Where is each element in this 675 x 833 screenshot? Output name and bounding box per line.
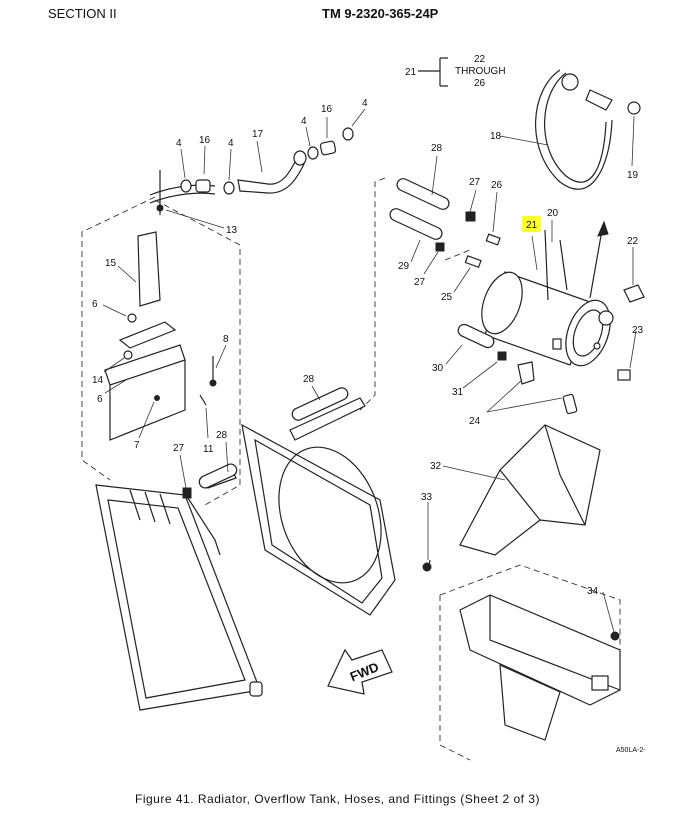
callout: 33: [421, 492, 433, 503]
figure-caption: Figure 41. Radiator, Overflow Tank, Hose…: [135, 792, 540, 806]
callout: 28: [431, 143, 443, 154]
callout: 28: [303, 374, 315, 385]
callout: 27: [469, 177, 481, 188]
callout: 27: [173, 443, 185, 454]
callout: 29: [398, 261, 410, 272]
callout: 13: [226, 225, 238, 236]
callout: 23: [632, 325, 644, 336]
hoses-and-fittings: [198, 178, 578, 489]
callout: 26: [491, 180, 503, 191]
callout: 4: [362, 98, 368, 109]
callout: 31: [452, 387, 464, 398]
frame-crossmember: [459, 594, 621, 741]
callout: 30: [432, 363, 444, 374]
upper-hose-assembly: [149, 127, 354, 204]
shroud-bracket: [104, 170, 217, 441]
callout: 15: [105, 258, 117, 269]
phantom-grouping-lines: [81, 177, 621, 761]
drawing-id: A50LA-2-: [616, 747, 646, 754]
callout: 32: [430, 461, 442, 472]
callout: 4: [176, 138, 182, 149]
callout: 34: [587, 586, 599, 597]
callout-21-highlight: [522, 216, 541, 232]
callout: 6: [97, 394, 103, 405]
callout: 28: [216, 430, 228, 441]
section-label: SECTION II: [48, 6, 117, 21]
callout-21: 21: [526, 220, 538, 231]
callout: 22: [627, 236, 639, 247]
fwd-arrow: FWD: [327, 648, 393, 695]
callout: 4: [228, 138, 234, 149]
radiator-core: [95, 469, 263, 711]
callout: 18: [490, 131, 502, 142]
callout: 11: [203, 444, 214, 455]
callout: 6: [92, 299, 98, 310]
through-box-line2: THROUGH: [455, 66, 506, 77]
overflow-tank: [481, 220, 645, 381]
callout: 4: [301, 116, 307, 127]
callout: 27: [414, 277, 426, 288]
through-reference-box: 21 22 THROUGH 26: [405, 54, 506, 89]
callout: 7: [134, 440, 140, 451]
callout: 14: [92, 375, 104, 386]
through-box-line1: 22: [474, 54, 486, 65]
tank-clamp-strap: [535, 69, 641, 190]
callout: 20: [547, 208, 559, 219]
callout: 16: [321, 104, 333, 115]
fan-shroud: [241, 397, 396, 616]
callout: 17: [252, 129, 264, 140]
tm-number: TM 9-2320-365-24P: [322, 6, 439, 21]
callout: 25: [441, 292, 453, 303]
callout: 24: [469, 416, 481, 427]
lower-support-bracket: [422, 424, 601, 572]
callout: 8: [223, 334, 229, 345]
through-box-line3: 26: [474, 78, 486, 89]
exploded-parts-diagram: FWD: [81, 54, 646, 761]
callout: 16: [199, 135, 211, 146]
callout-numbers: 4 16 4 17 4 16 4 13 15 6 14 6 7 8 11 27 …: [92, 98, 644, 597]
through-box-ref: 21: [405, 67, 417, 78]
callout: 19: [627, 170, 639, 181]
callout-leaders: [102, 108, 637, 633]
